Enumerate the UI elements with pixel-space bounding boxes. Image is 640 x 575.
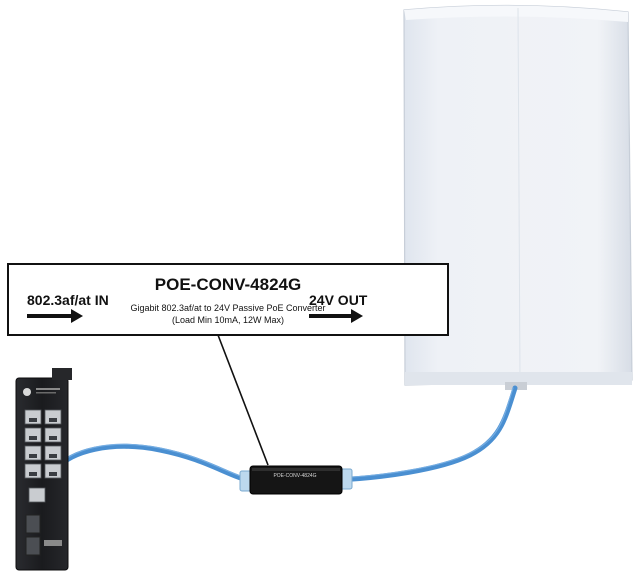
converter-model-print: POE-CONV-4824G <box>252 473 338 479</box>
product-load-spec: (Load Min 10mA, 12W Max) <box>9 315 447 325</box>
callout-leader-line <box>218 335 268 465</box>
output-label: 24V OUT <box>309 292 367 308</box>
poe-converter <box>240 466 352 494</box>
product-description: Gigabit 802.3af/at to 24V Passive PoE Co… <box>9 303 447 313</box>
output-arrow-icon <box>309 309 363 323</box>
ethernet-switch <box>16 368 72 570</box>
product-label-callout: 802.3af/at IN POE-CONV-4824G Gigabit 802… <box>7 263 449 336</box>
product-title: POE-CONV-4824G <box>9 275 447 295</box>
